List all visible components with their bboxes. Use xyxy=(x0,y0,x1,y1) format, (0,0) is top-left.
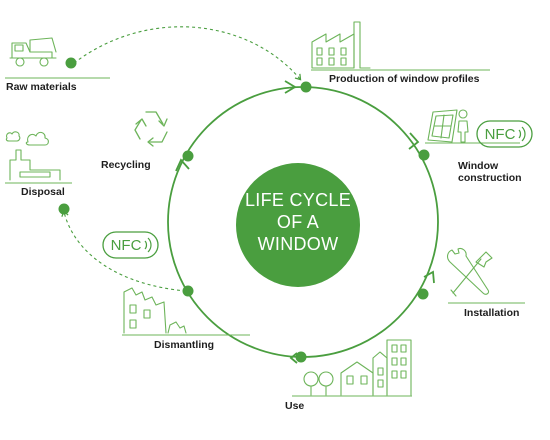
label-production: Production of window profiles xyxy=(329,73,480,85)
label-underlines xyxy=(5,69,525,397)
center-title-line: LIFE CYCLE xyxy=(244,190,352,210)
label-raw-materials: Raw materials xyxy=(6,81,77,93)
center-title-line: WINDOW xyxy=(257,234,339,254)
dot-window-construction xyxy=(418,149,430,161)
nfc-badge-label: NFC xyxy=(485,126,516,143)
nfc-icon xyxy=(518,126,526,142)
dot-production xyxy=(300,81,312,93)
houses-trees-icon xyxy=(303,339,412,396)
label-use: Use xyxy=(285,400,305,412)
recycle-icon xyxy=(134,111,168,147)
center-title-line: OF A xyxy=(276,212,320,232)
label-recycling: Recycling xyxy=(101,159,151,171)
label-disposal: Disposal xyxy=(21,186,65,198)
nfc-badge-construction xyxy=(476,120,533,148)
dot-installation xyxy=(417,288,429,300)
label-window-construction: Window construction xyxy=(458,160,522,184)
dismantling-to-disposal-connector xyxy=(61,210,187,292)
wrench-hammer-icon xyxy=(447,247,493,297)
nfc-icon xyxy=(144,237,152,253)
center-disc xyxy=(236,163,360,287)
factory-icon xyxy=(311,21,371,69)
label-line: construction xyxy=(458,172,522,184)
landfill-factory-icon xyxy=(5,131,61,181)
center-title: LIFE CYCLE OF A WINDOW xyxy=(236,189,360,255)
nfc-badge-dismantling xyxy=(102,231,159,259)
dot-disposal xyxy=(58,203,70,215)
dot-recycling xyxy=(182,150,194,162)
nfc-badge-label: NFC xyxy=(111,237,142,254)
label-dismantling: Dismantling xyxy=(154,339,215,351)
label-installation: Installation xyxy=(464,307,520,319)
cycle-arrows xyxy=(175,80,435,364)
dot-dismantling xyxy=(182,285,194,297)
dot-raw-materials xyxy=(65,57,77,69)
dot-use xyxy=(295,351,307,363)
window-person-icon xyxy=(427,109,469,143)
dump-truck-icon xyxy=(9,37,57,67)
label-line: Window xyxy=(458,160,499,172)
ruined-building-icon xyxy=(123,287,187,334)
raw-to-production-connector xyxy=(73,26,302,81)
